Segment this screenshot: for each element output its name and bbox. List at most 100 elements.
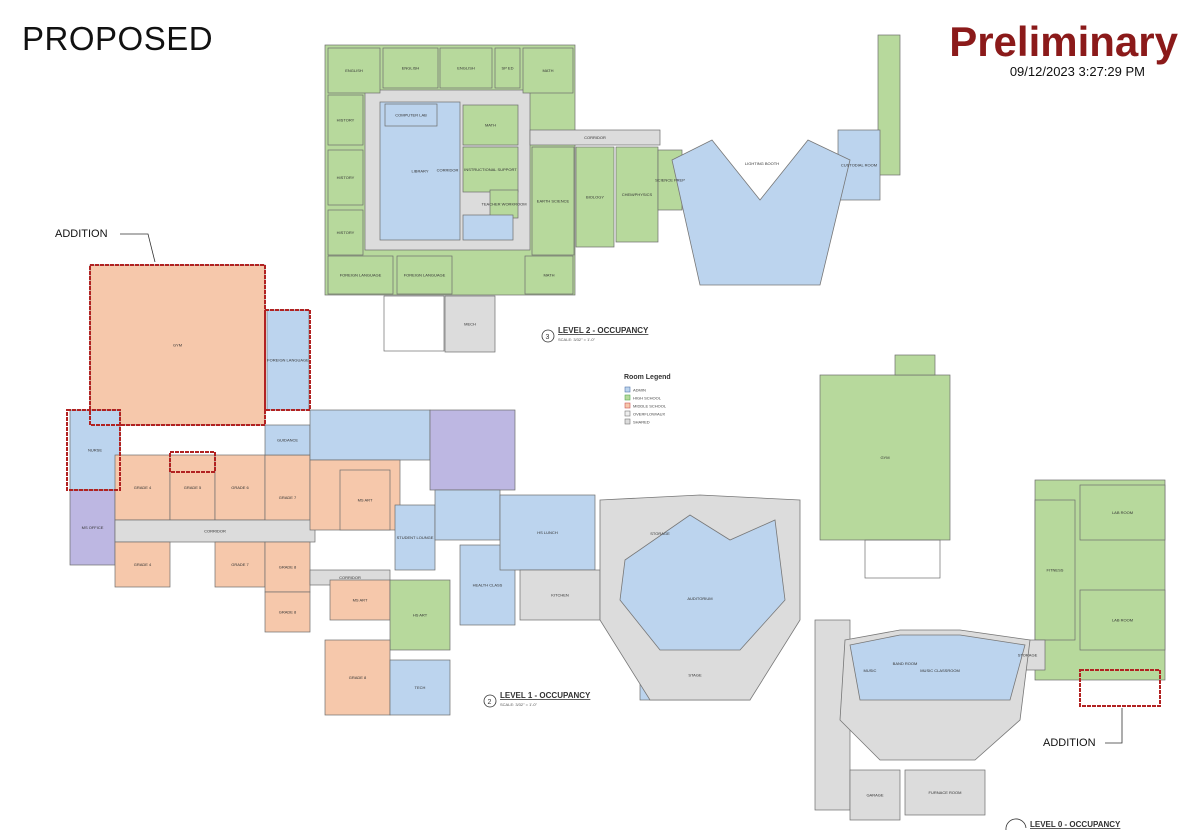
room-label: LIBRARY [411, 169, 428, 174]
room-label: MATH [542, 68, 553, 73]
room-label: LAB ROOM [1112, 510, 1133, 515]
level1-number: 2 [488, 699, 492, 706]
grade8-room [324, 639, 391, 716]
space-room [429, 409, 516, 491]
room-label: HS LUNCH [537, 530, 558, 535]
mech-room [444, 295, 496, 353]
room-label: STUDENT LOUNGE [397, 535, 434, 540]
level1-scale: SCALE: 3/32" = 1'-0" [500, 702, 538, 707]
room-label: COMPUTER LAB [395, 113, 427, 118]
room-label: BIOLOGY [586, 195, 604, 200]
auditorium-seating [619, 514, 786, 651]
grade4-room [114, 541, 171, 588]
legend-item: OVERFLOW/AUX [633, 412, 666, 417]
room-label: GRADE 6 [231, 485, 249, 490]
addition-label-left: ADDITION [55, 228, 108, 240]
room-label: GRADE 4 [134, 485, 152, 490]
room-label: MATH [543, 273, 554, 278]
room-label: GRADE 8 [279, 610, 297, 615]
english-room [439, 47, 493, 89]
room-label: MATH [485, 123, 496, 128]
addition-outline [1079, 669, 1161, 707]
space-room [309, 409, 431, 461]
addition-label-right: ADDITION [1043, 737, 1096, 749]
level2-scale: SCALE: 3/32" = 1'-0" [558, 337, 596, 342]
legend-swatch [624, 402, 631, 409]
level2-title: LEVEL 2 - OCCUPANCY [558, 326, 649, 335]
room-label: STAGE [688, 673, 702, 678]
math-room [524, 255, 574, 295]
room-label: GRADE 7 [231, 562, 249, 567]
grade8-room [264, 591, 311, 633]
corridor-room [529, 129, 661, 146]
room-label: HS ART [413, 613, 428, 618]
room-label: HISTORY [337, 175, 355, 180]
history-room [327, 149, 364, 206]
room-label: CUSTODIAL ROOM [841, 163, 877, 168]
addition-outline [169, 451, 216, 473]
legend-title: Room Legend [624, 374, 671, 381]
instructional-support-room [462, 146, 519, 193]
room-label: KITCHEN [551, 593, 569, 598]
room-label: GARAGE [866, 793, 883, 798]
music-rooms [849, 634, 1026, 701]
timestamp: 09/12/2023 3:27:29 PM [1009, 64, 1145, 79]
ms-art-room [329, 579, 391, 621]
legend-item: HIGH SCHOOL [633, 396, 662, 401]
room-label: CORRIDOR [339, 575, 361, 580]
kitchen-room [519, 569, 601, 621]
grade4-room [114, 454, 171, 521]
level2-number: 3 [546, 334, 550, 341]
biology-room [575, 146, 615, 248]
room-label: MS ART [353, 598, 368, 603]
lunch-room [499, 494, 596, 571]
ms-office-room [69, 489, 116, 566]
addition-leader-left [120, 233, 156, 263]
level0-title-block: LEVEL 0 - OCCUPANCY [1005, 818, 1121, 831]
level1-title: LEVEL 1 - OCCUPANCY [500, 691, 591, 700]
preliminary-title: Preliminary [949, 18, 1178, 65]
room-label: HISTORY [337, 230, 355, 235]
room-label: BAND ROOM [893, 661, 918, 666]
room-label: GRADE 8 [349, 675, 367, 680]
grade5-room [169, 454, 216, 521]
addition-outline [66, 409, 121, 491]
balcony-seating [671, 139, 851, 286]
room-label: HISTORY [337, 118, 355, 123]
proposed-label: PROPOSED [22, 20, 214, 57]
room-label: SP ED [502, 66, 514, 71]
foreign-language-room [266, 309, 310, 411]
legend-item: ADMIN [633, 388, 646, 393]
history-room [327, 94, 364, 146]
space-room [864, 539, 941, 579]
room-label: CORRIDOR [584, 135, 606, 140]
room-label: ENGLISH [457, 66, 475, 71]
level1-title-block: 2 LEVEL 1 - OCCUPANCY SCALE: 3/32" = 1'-… [483, 691, 591, 708]
room-label: SCIENCE PREP [655, 178, 685, 183]
room-label: MECH [464, 322, 476, 327]
legend-swatch [624, 386, 631, 393]
sped-room [494, 47, 521, 89]
room-label: FOREIGN LANGUAGE [340, 273, 382, 278]
room-label: AUDITORIUM [687, 596, 712, 601]
level2-title-block: 3 LEVEL 2 - OCCUPANCY SCALE: 3/32" = 1'-… [541, 326, 649, 343]
room-label: INSTRUCTIONAL SUPPORT [464, 167, 517, 172]
room-label: FURNACE ROOM [929, 790, 962, 795]
gym-room [89, 264, 266, 426]
room-label: MUSIC CLASSROOM [920, 668, 960, 673]
room-label: GRADE 7 [279, 495, 297, 500]
legend-swatch [624, 394, 631, 401]
computer-lab-room [384, 103, 438, 127]
room-label: ENGLISH [402, 66, 420, 71]
grade8-room [264, 541, 311, 593]
space-room [877, 34, 901, 176]
room-label: FOREIGN LANGUAGE [404, 273, 446, 278]
foreign-language-room [327, 255, 394, 295]
room-label: NURSE [88, 448, 102, 453]
foreign-language-room [396, 255, 453, 295]
level0-title: LEVEL 0 - OCCUPANCY [1030, 820, 1121, 829]
math-room [462, 104, 519, 146]
room-label: TECH [415, 685, 426, 690]
space-room [383, 295, 445, 352]
